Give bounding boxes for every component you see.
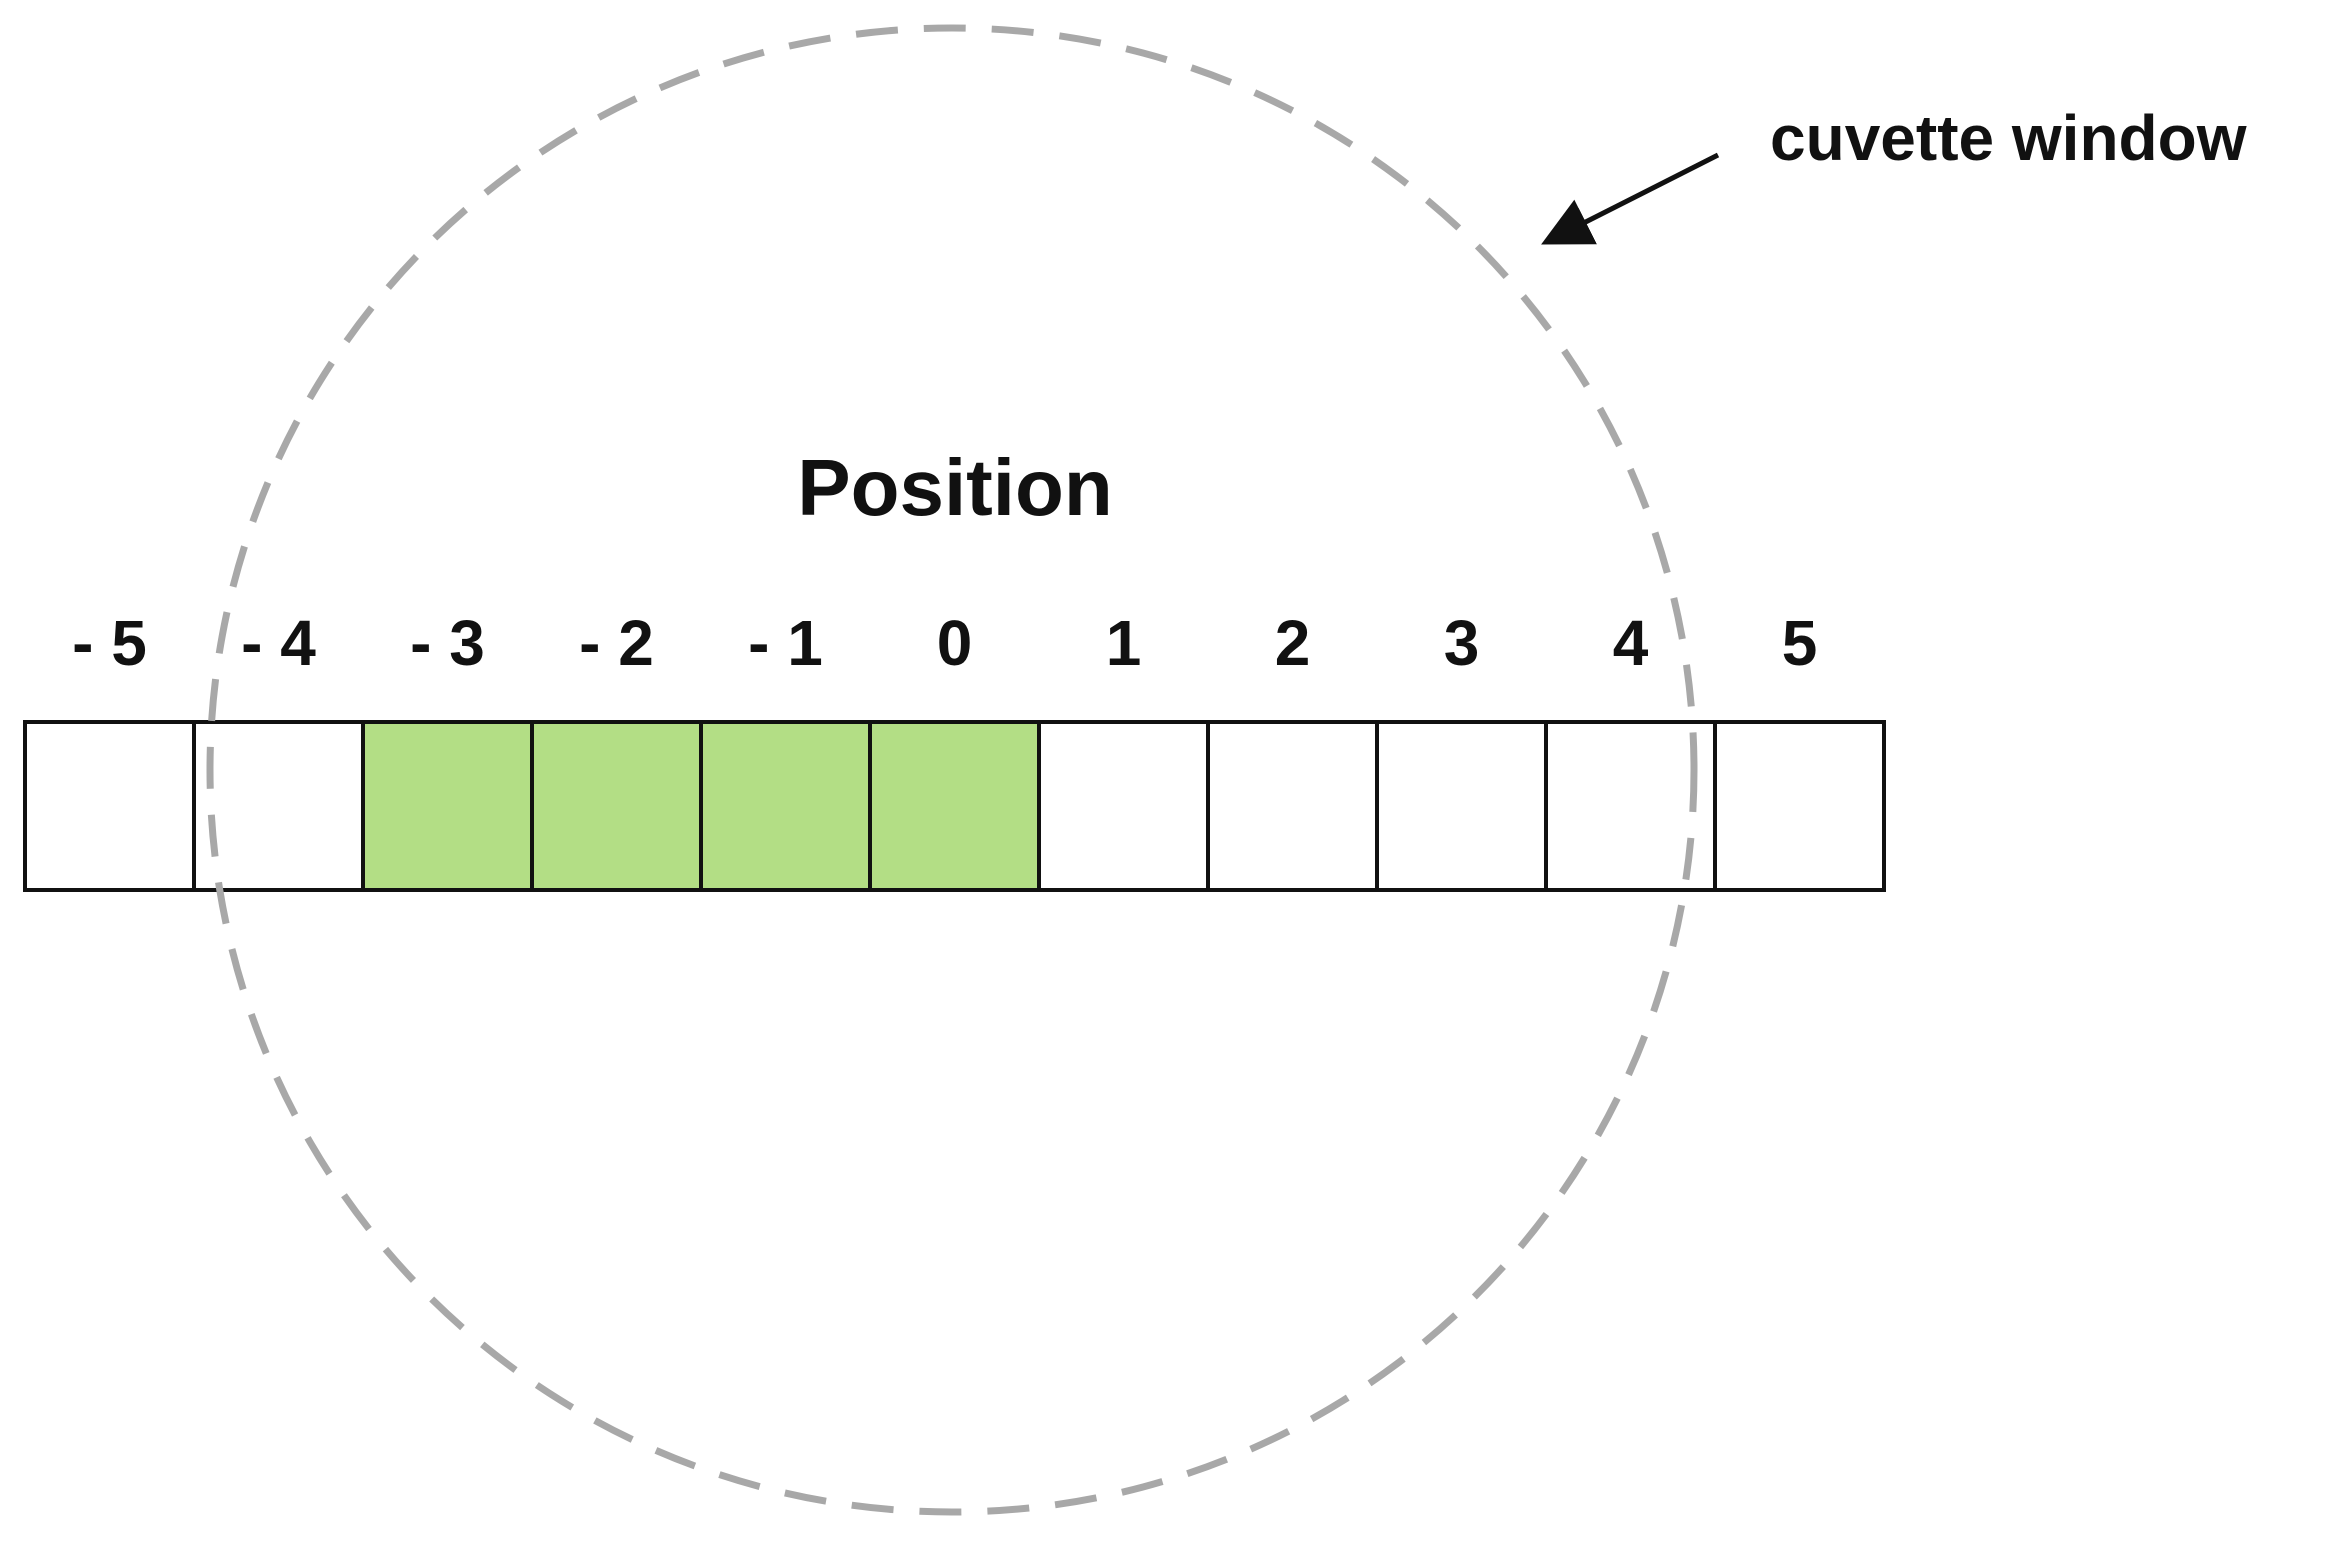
position-cell [530, 720, 703, 892]
position-label: 3 [1444, 607, 1480, 679]
position-label: - 5 [72, 607, 147, 679]
position-label: 0 [937, 607, 973, 679]
position-label: - 4 [241, 607, 316, 679]
position-cell [361, 720, 534, 892]
position-label: 5 [1782, 607, 1818, 679]
position-label: - 2 [579, 607, 654, 679]
position-title: Position [797, 443, 1113, 532]
position-cell [23, 720, 196, 892]
position-label: 4 [1613, 607, 1649, 679]
position-cell [1713, 720, 1886, 892]
position-cells [23, 720, 1886, 892]
position-labels: - 5 - 4 - 3 - 2 - 1 0 1 2 3 4 5 [72, 607, 1817, 679]
position-label: - 3 [410, 607, 485, 679]
position-cell [1375, 720, 1548, 892]
position-cell [192, 720, 365, 892]
position-cell [868, 720, 1041, 892]
callout-arrow [1541, 152, 1720, 245]
position-label: - 1 [748, 607, 823, 679]
cuvette-window-label: cuvette window [1770, 102, 2247, 174]
position-label: 1 [1106, 607, 1142, 679]
cuvette-window-circle [206, 24, 1698, 1516]
position-label: 2 [1275, 607, 1311, 679]
position-cell [1544, 720, 1717, 892]
position-cell [699, 720, 872, 892]
position-cell [1037, 720, 1210, 892]
position-cell [1206, 720, 1379, 892]
